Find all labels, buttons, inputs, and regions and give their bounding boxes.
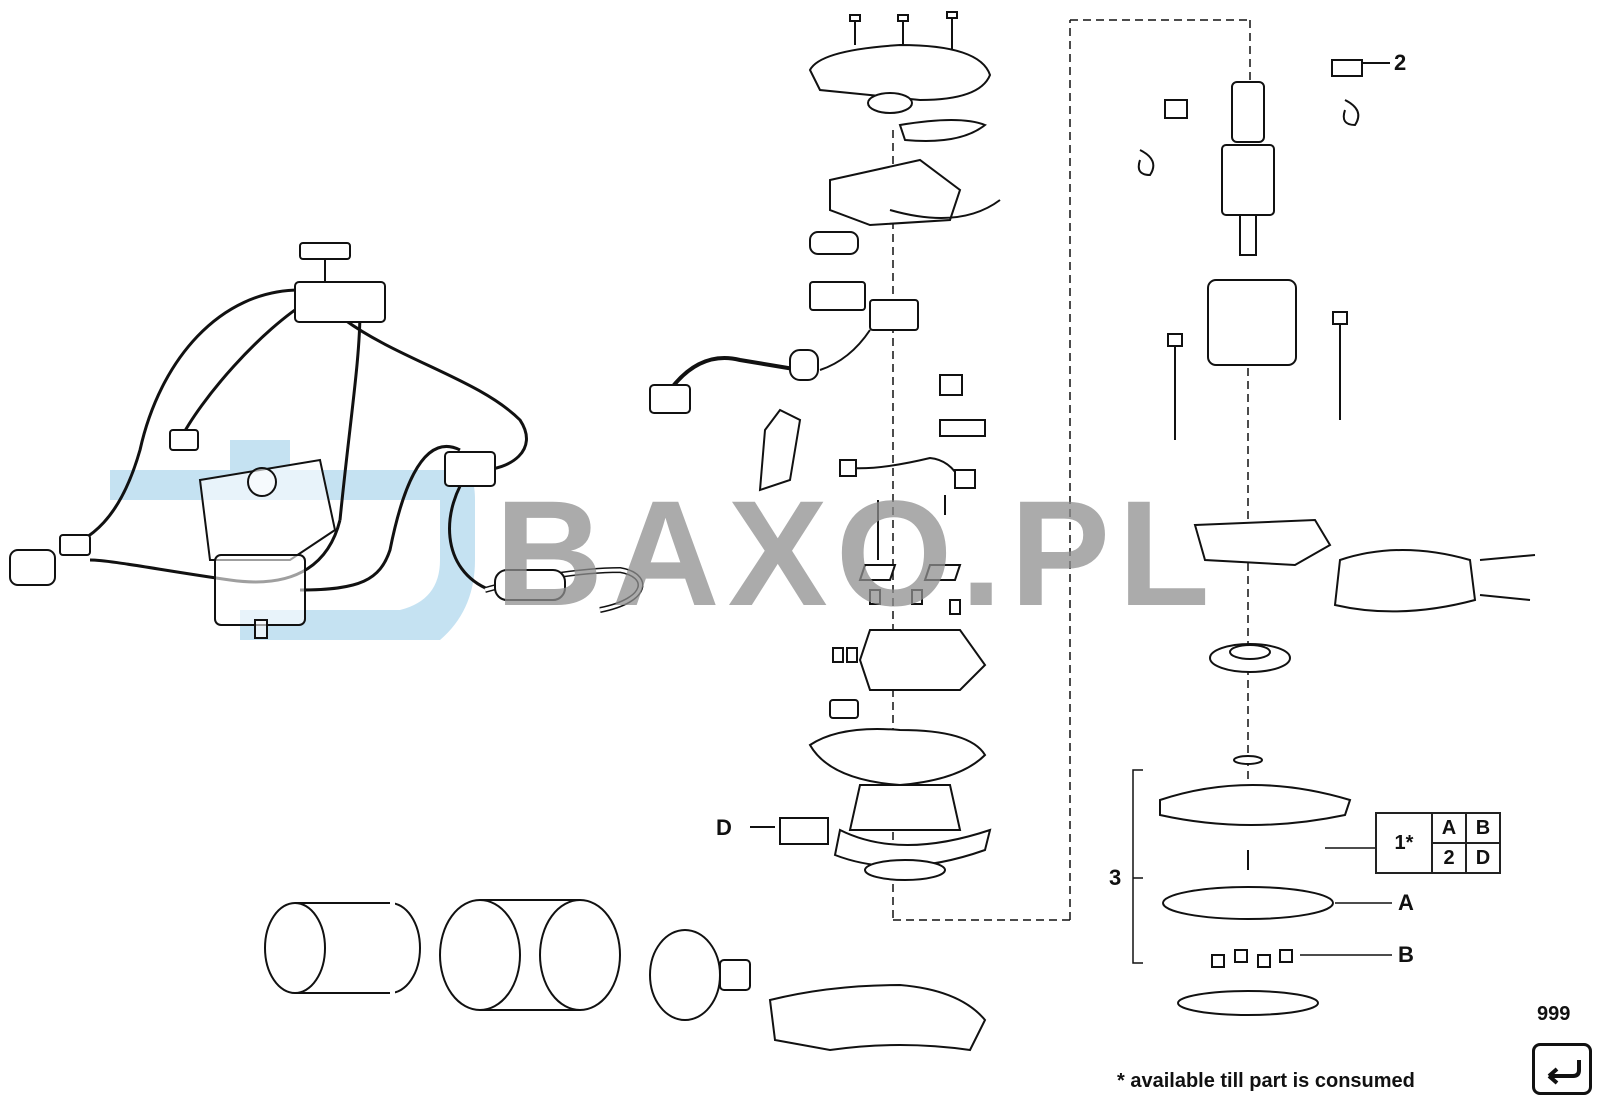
top-screws: [849, 11, 958, 52]
center-dashed-axis: [892, 19, 1251, 921]
legend-cell-a: A: [1432, 813, 1466, 843]
upper-housing-cover: [808, 43, 992, 102]
armature: [1221, 81, 1275, 256]
switch: [9, 281, 496, 586]
legend-cell-2: 2: [1432, 843, 1466, 873]
label-sticker: [750, 817, 829, 845]
callout-d: D: [716, 815, 732, 840]
filter: [439, 899, 621, 1011]
legend-cell-d: D: [1466, 843, 1500, 873]
callout-2: 2: [1394, 50, 1407, 75]
watermark-logo: [110, 440, 475, 640]
callout-a: A: [1398, 890, 1414, 915]
legend-cell-b: B: [1466, 813, 1500, 843]
callout-b: B: [1398, 942, 1414, 967]
long-screws: [1167, 311, 1348, 440]
dust-port-adapter: [649, 929, 751, 1021]
legend-cell-1: 1*: [1376, 813, 1432, 873]
callout-3: 3: [1109, 865, 1122, 890]
parts-legend-table: 1* A B 2 D: [1375, 812, 1501, 874]
housing-screws: [832, 495, 962, 663]
dust-canister: [264, 900, 421, 995]
switch-module: [809, 281, 986, 437]
availability-footnote: * available till part is consumed: [1117, 1070, 1415, 1092]
watermark-text: BAXO.PL: [495, 469, 1218, 637]
return-arrow-glyph: [1547, 1060, 1581, 1085]
field-coil: [1207, 279, 1297, 366]
gear: [867, 92, 987, 142]
lower-housing: [808, 699, 992, 881]
gear-housing: [858, 629, 987, 691]
nose-cover: [768, 983, 987, 1052]
back-up-pad-assembly: [1159, 784, 1352, 1016]
wire-lead: [839, 456, 976, 489]
bearing-plate: [1193, 518, 1536, 613]
return-arrow-icon[interactable]: [1532, 1043, 1592, 1095]
callout-leaders: [1132, 769, 1392, 964]
motor: [198, 458, 337, 639]
speed-dial: [299, 242, 351, 285]
bearing: [1209, 643, 1291, 765]
reference-number: 999: [1537, 1003, 1571, 1025]
pad-screws: [1211, 949, 1293, 968]
power-cord: [484, 566, 644, 613]
cord-set: [649, 349, 819, 492]
carbon-brushes: [1137, 59, 1390, 177]
brush-holder: [809, 158, 1001, 255]
